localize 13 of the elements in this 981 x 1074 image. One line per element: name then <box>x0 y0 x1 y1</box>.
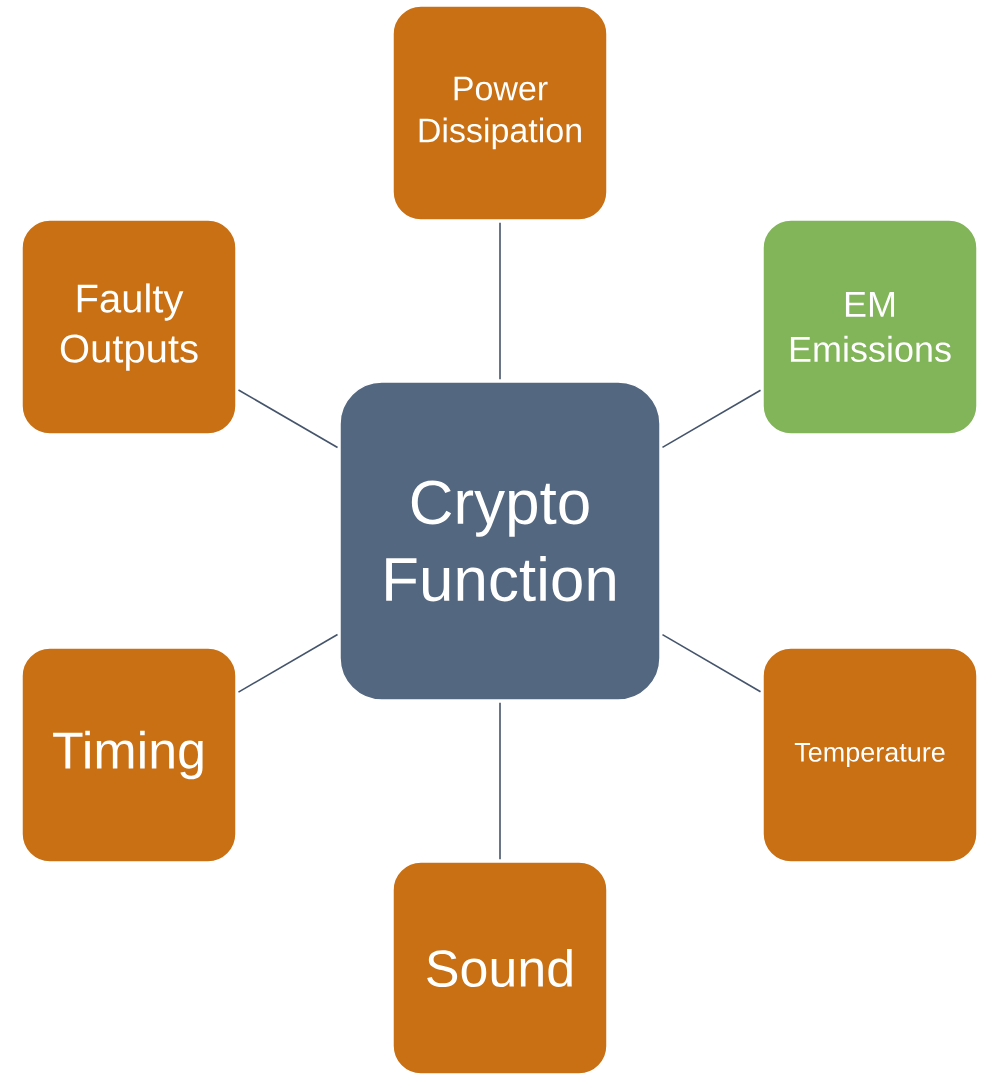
concept-box: Faulty Outputs <box>21 219 237 435</box>
connector-line <box>499 221 501 381</box>
connector-line <box>661 389 762 449</box>
concept-box: EM Emissions <box>762 219 978 435</box>
concept-box: Power Dissipation <box>392 5 608 221</box>
concept-box: Timing <box>21 647 237 863</box>
concept-box: Temperature <box>762 647 978 863</box>
connector-line <box>661 633 762 693</box>
central-box: Crypto Function <box>339 381 661 701</box>
connector-line <box>237 633 339 693</box>
concept-box: Sound <box>392 861 608 1074</box>
connector-line <box>237 389 339 449</box>
connector-line <box>499 701 501 861</box>
